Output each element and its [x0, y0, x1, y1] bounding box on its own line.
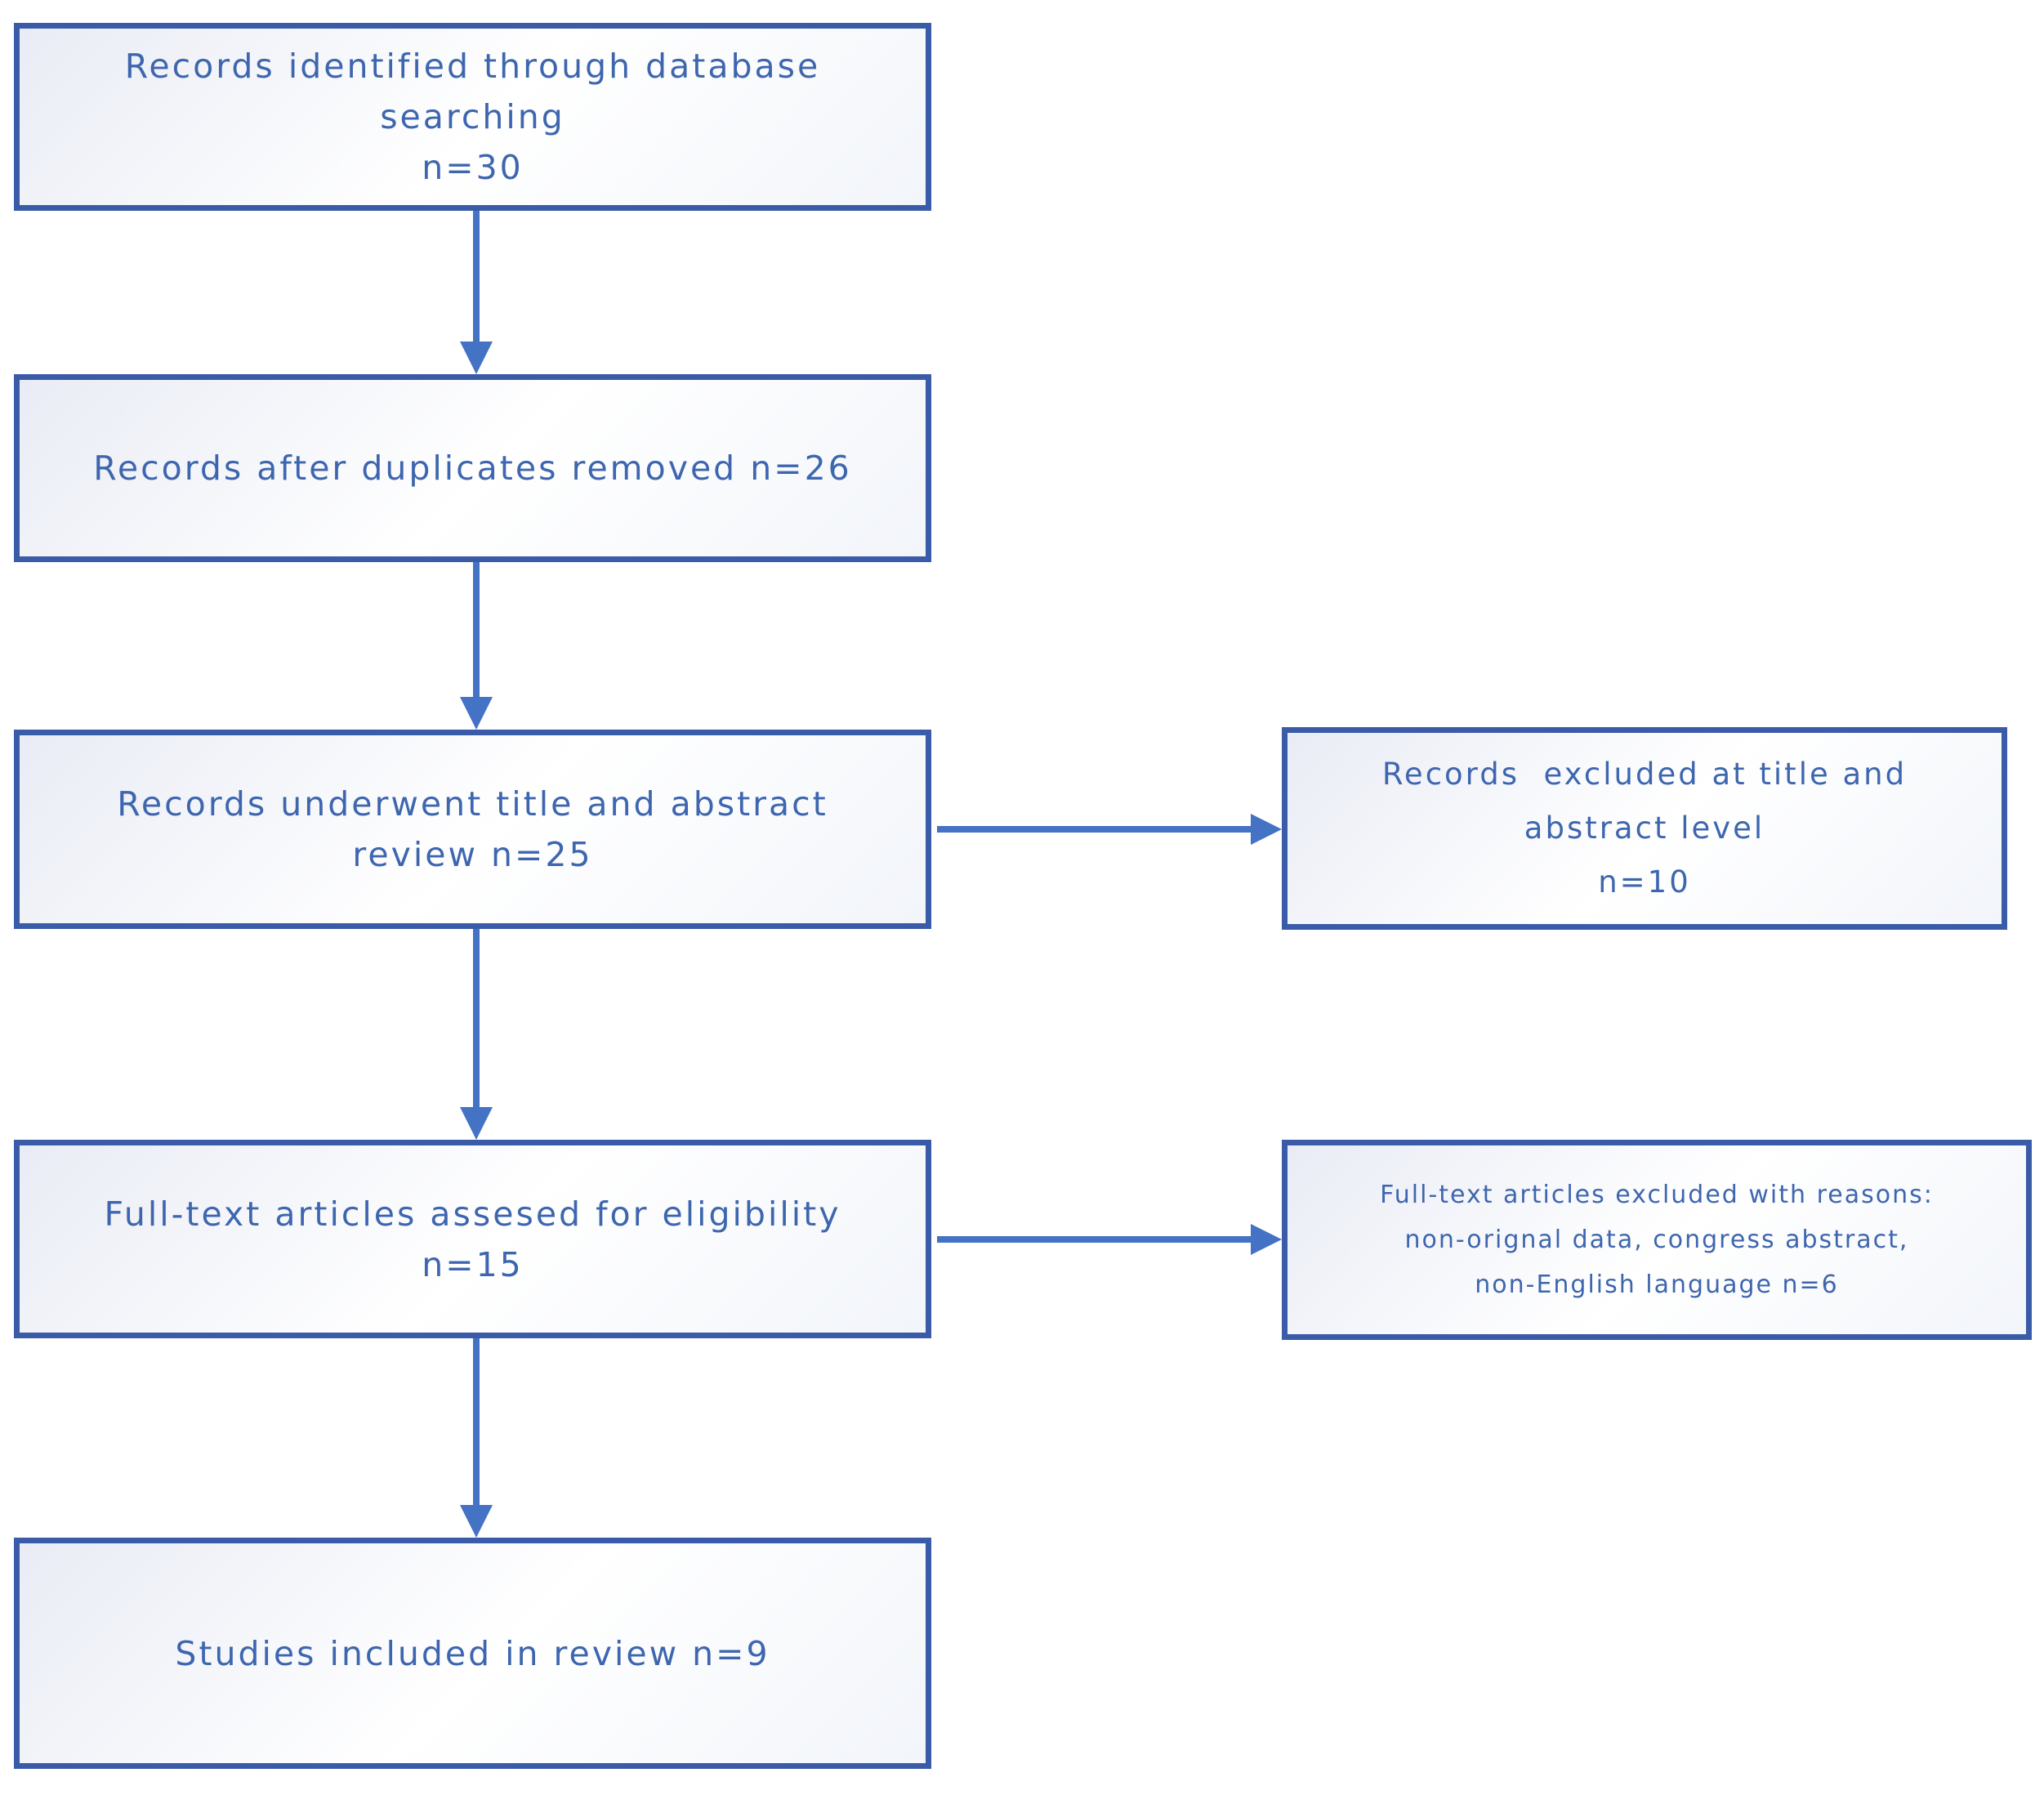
- box-fulltext-assessed: Full-text articles assesed for eligibili…: [14, 1140, 931, 1338]
- arrow-stem: [937, 1236, 1251, 1243]
- box-excluded-fulltext: Full-text articles excluded with reasons…: [1282, 1140, 2032, 1340]
- box-text-line: non-English language n=6: [1475, 1270, 1839, 1299]
- box-text-line: Records underwent title and abstract: [117, 784, 828, 824]
- box-text-line: abstract level: [1524, 810, 1765, 846]
- arrow-stem: [937, 826, 1251, 833]
- box-text-line: review n=25: [352, 835, 593, 874]
- box-title-abstract-review: Records underwent title and abstract rev…: [14, 730, 931, 929]
- arrowhead-down-icon: [460, 342, 493, 374]
- arrowhead-right-icon: [1251, 1224, 1282, 1255]
- arrowhead-down-icon: [460, 697, 493, 730]
- box-text-line: Records identified through database: [124, 47, 821, 86]
- box-text-line: n=15: [422, 1244, 524, 1284]
- box-text-line: Full-text articles excluded with reasons…: [1380, 1181, 1934, 1209]
- arrow-stem: [473, 562, 480, 697]
- box-duplicates-removed: Records after duplicates removed n=26: [14, 374, 931, 562]
- arrow-stem: [473, 211, 480, 342]
- arrow-stem: [473, 1338, 480, 1505]
- box-studies-included: Studies included in review n=9: [14, 1538, 931, 1769]
- arrow-stem: [473, 929, 480, 1107]
- arrowhead-down-icon: [460, 1107, 493, 1140]
- box-text-line: n=10: [1598, 864, 1691, 900]
- box-text-line: Records excluded at title and: [1381, 757, 1908, 792]
- box-text-line: Studies included in review n=9: [175, 1633, 770, 1673]
- box-text-line: Records after duplicates removed n=26: [93, 449, 852, 488]
- arrowhead-right-icon: [1251, 814, 1282, 845]
- box-excluded-title-abstract: Records excluded at title and abstract l…: [1282, 727, 2007, 930]
- box-text-line: Full-text articles assesed for eligibili…: [104, 1194, 841, 1234]
- box-text-line: non-orignal data, congress abstract,: [1404, 1226, 1909, 1254]
- box-records-identified: Records identified through database sear…: [14, 23, 931, 211]
- box-text-line: searching: [380, 97, 565, 136]
- box-text-line: n=30: [422, 148, 524, 187]
- arrowhead-down-icon: [460, 1505, 493, 1538]
